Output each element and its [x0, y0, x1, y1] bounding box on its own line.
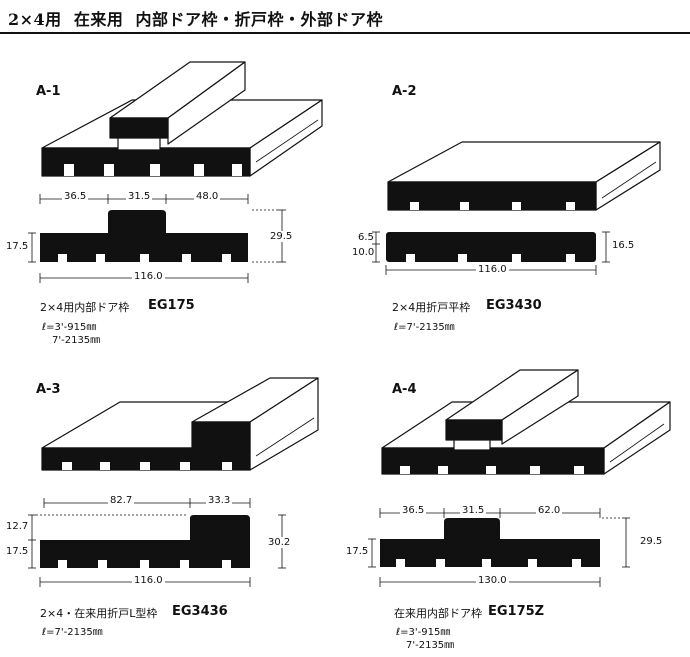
a4-length-2: 7'-2135㎜	[406, 640, 455, 651]
a1-length-1: ℓ=3'-915㎜	[42, 322, 97, 333]
a3-product-name: 2×4・在来用折戸L型枠	[40, 607, 158, 620]
page-title: 2×4用 在来用 内部ドア枠・折戸枠・外部ドア枠	[8, 10, 383, 29]
a2-dim-h-top: 6.5	[358, 232, 374, 243]
a2-product-code: EG3430	[486, 298, 542, 313]
a3-cross-section	[40, 515, 250, 568]
a1-dim-total: 116.0	[132, 271, 165, 282]
a3-dim-total: 116.0	[132, 575, 165, 586]
a3-product-code: EG3436	[172, 604, 228, 619]
a3-isometric-view	[41, 377, 319, 471]
a1-product-code: EG175	[148, 298, 195, 313]
a1-dim-h-left: 17.5	[6, 241, 29, 252]
a3-dim-w2: 33.3	[206, 495, 233, 506]
a1-dim-w1: 36.5	[62, 191, 89, 202]
a4-isometric-view	[381, 369, 671, 475]
a2-dim-total: 116.0	[476, 264, 509, 275]
a4-dim-h-left: 17.5	[346, 546, 369, 557]
a3-dim-w1: 82.7	[108, 495, 135, 506]
a4-product-name: 在来用内部ドア枠	[394, 607, 482, 620]
a1-product-name: 2×4用内部ドア枠	[40, 301, 130, 314]
a1-isometric-view	[41, 61, 323, 177]
a3-length-1: ℓ=7'-2135㎜	[42, 627, 103, 638]
a3-dim-h-right: 30.2	[268, 537, 291, 548]
a1-dim-h-right: 29.5	[270, 231, 293, 242]
a4-product-code: EG175Z	[488, 604, 545, 619]
a4-dim-total: 130.0	[476, 575, 509, 586]
a4-dim-h-right: 29.5	[640, 536, 663, 547]
panel-label-a2: A-2	[392, 84, 417, 99]
a2-isometric-view	[387, 141, 661, 211]
a1-cross-section	[40, 210, 248, 262]
a2-dim-h-right: 16.5	[612, 240, 635, 251]
a3-dim-h-top: 12.7	[6, 521, 29, 532]
a2-product-name: 2×4用折戸平枠	[392, 301, 471, 314]
panel-label-a3: A-3	[36, 382, 61, 397]
panel-label-a1: A-1	[36, 84, 61, 99]
a2-cross-section	[386, 232, 596, 262]
a4-dim-w1: 36.5	[400, 505, 427, 516]
a1-dim-w3: 48.0	[194, 191, 221, 202]
header-rule	[0, 32, 690, 34]
a4-length-1: ℓ=3'-915㎜	[396, 627, 451, 638]
a3-dim-h-left: 17.5	[6, 546, 29, 557]
a4-cross-section	[380, 518, 600, 567]
a4-dim-w3: 62.0	[536, 505, 563, 516]
a1-length-2: 7'-2135㎜	[52, 335, 101, 346]
a1-dim-w2: 31.5	[126, 191, 153, 202]
a2-length-1: ℓ=7'-2135㎜	[394, 322, 455, 333]
a2-dim-h-bottom: 10.0	[352, 247, 375, 258]
panel-label-a4: A-4	[392, 382, 417, 397]
a4-dim-w2: 31.5	[460, 505, 487, 516]
